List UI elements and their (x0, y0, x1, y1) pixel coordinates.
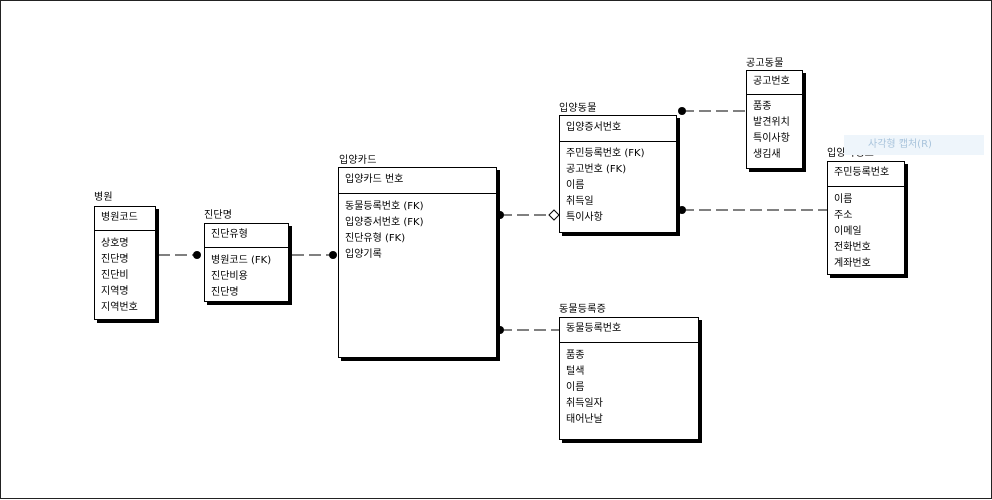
primary-key-section: 입양증서번호 (560, 116, 676, 142)
pk-attribute: 주민등록번호 (834, 167, 890, 178)
attribute: 특이사항 (753, 133, 790, 144)
attribute-section: 품종 털색 이름 취득일자 태어난날 (560, 343, 698, 428)
relationship-many-dot (678, 206, 686, 214)
attribute: 이름 (566, 180, 585, 191)
primary-key-section: 입양카드 번호 (339, 168, 496, 194)
pk-attribute: 입양증서번호 (566, 122, 622, 133)
relationship-many-dot (496, 211, 504, 219)
attribute-section: 주민등록번호 (FK) 공고번호 (FK) 이름 취득일 특이사항 (560, 142, 676, 226)
attribute: 품종 (566, 350, 585, 361)
attribute: 지역명 (101, 286, 129, 297)
entity-box[interactable]: 공고번호 품종 발견위치 특이사항 생김새 (746, 70, 803, 169)
entity-box[interactable]: 병원코드 상호명 진단명 진단비 지역명 지역번호 (94, 206, 156, 320)
attribute: 진단비용 (211, 271, 248, 282)
pk-attribute: 입양카드 번호 (345, 174, 404, 185)
attribute: 진단명 (211, 287, 239, 298)
entity-box[interactable]: 입양카드 번호 동물등록번호 (FK) 입양증서번호 (FK) 진단유형 (FK… (338, 167, 497, 358)
primary-key-section: 주민등록번호 (828, 162, 904, 187)
attribute: 계좌번호 (834, 258, 871, 269)
attribute: 공고번호 (FK) (566, 164, 627, 175)
attribute: 품종 (753, 101, 772, 112)
primary-key-section: 동물등록번호 (560, 318, 698, 343)
attribute: 입양증서번호 (FK) (345, 217, 424, 228)
entity-title: 진단명 (204, 210, 233, 221)
relationship-optional-diamond (548, 209, 560, 221)
entity-title: 동물등록증 (559, 304, 606, 315)
pk-attribute: 병원코드 (101, 212, 138, 223)
attribute: 발견위치 (753, 117, 790, 128)
attribute: 지역번호 (101, 302, 138, 313)
attribute: 주소 (834, 210, 853, 221)
attribute: 전화번호 (834, 242, 871, 253)
attribute-section: 품종 발견위치 특이사항 생김새 (747, 95, 802, 163)
pk-attribute: 진단유형 (211, 229, 248, 240)
attribute: 병원코드 (FK) (211, 255, 272, 266)
attribute: 진단유형 (FK) (345, 233, 406, 244)
attribute-section: 상호명 진단명 진단비 지역명 지역번호 (95, 231, 155, 316)
attribute: 특이사항 (566, 212, 603, 223)
primary-key-section: 공고번호 (747, 71, 802, 95)
attribute: 생김새 (753, 149, 781, 160)
attribute: 취득일 (566, 196, 594, 207)
relationship-many-dot (329, 251, 337, 259)
attribute-section: 이름 주소 이메일 전화번호 계좌번호 (828, 187, 904, 272)
primary-key-section: 진단유형 (205, 224, 288, 248)
attribute: 취득일자 (566, 398, 603, 409)
entity-box[interactable]: 동물등록번호 품종 털색 이름 취득일자 태어난날 (559, 317, 699, 440)
capture-watermark: 사각형 캡처(R) (844, 135, 984, 155)
attribute: 털색 (566, 366, 585, 377)
attribute: 이메일 (834, 226, 862, 237)
relationship-many-dot (496, 326, 504, 334)
attribute: 진단명 (101, 254, 129, 265)
attribute: 태어난날 (566, 414, 603, 425)
entity-title: 입양동물 (559, 103, 597, 114)
primary-key-section: 병원코드 (95, 207, 155, 231)
attribute: 주민등록번호 (FK) (566, 148, 645, 159)
attribute: 상호명 (101, 238, 129, 249)
entity-box[interactable]: 주민등록번호 이름 주소 이메일 전화번호 계좌번호 (827, 161, 905, 275)
entity-box[interactable]: 진단유형 병원코드 (FK) 진단비용 진단명 (204, 223, 289, 302)
attribute-section: 병원코드 (FK) 진단비용 진단명 (205, 248, 288, 301)
attribute-section: 동물등록번호 (FK) 입양증서번호 (FK) 진단유형 (FK) 입양기록 (339, 194, 496, 263)
attribute: 동물등록번호 (FK) (345, 201, 424, 212)
entity-title: 입양카드 (339, 155, 377, 166)
entity-box[interactable]: 입양증서번호 주민등록번호 (FK) 공고번호 (FK) 이름 취득일 특이사항 (559, 115, 677, 233)
attribute: 진단비 (101, 270, 129, 281)
entity-title: 공고동물 (746, 58, 784, 69)
attribute: 이름 (834, 194, 853, 205)
relationship-many-dot (678, 107, 686, 115)
pk-attribute: 동물등록번호 (566, 323, 622, 334)
pk-attribute: 공고번호 (753, 76, 790, 87)
attribute: 이름 (566, 382, 585, 393)
attribute: 입양기록 (345, 249, 382, 260)
entity-title: 병원 (94, 192, 113, 203)
relationship-many-dot (193, 251, 201, 259)
